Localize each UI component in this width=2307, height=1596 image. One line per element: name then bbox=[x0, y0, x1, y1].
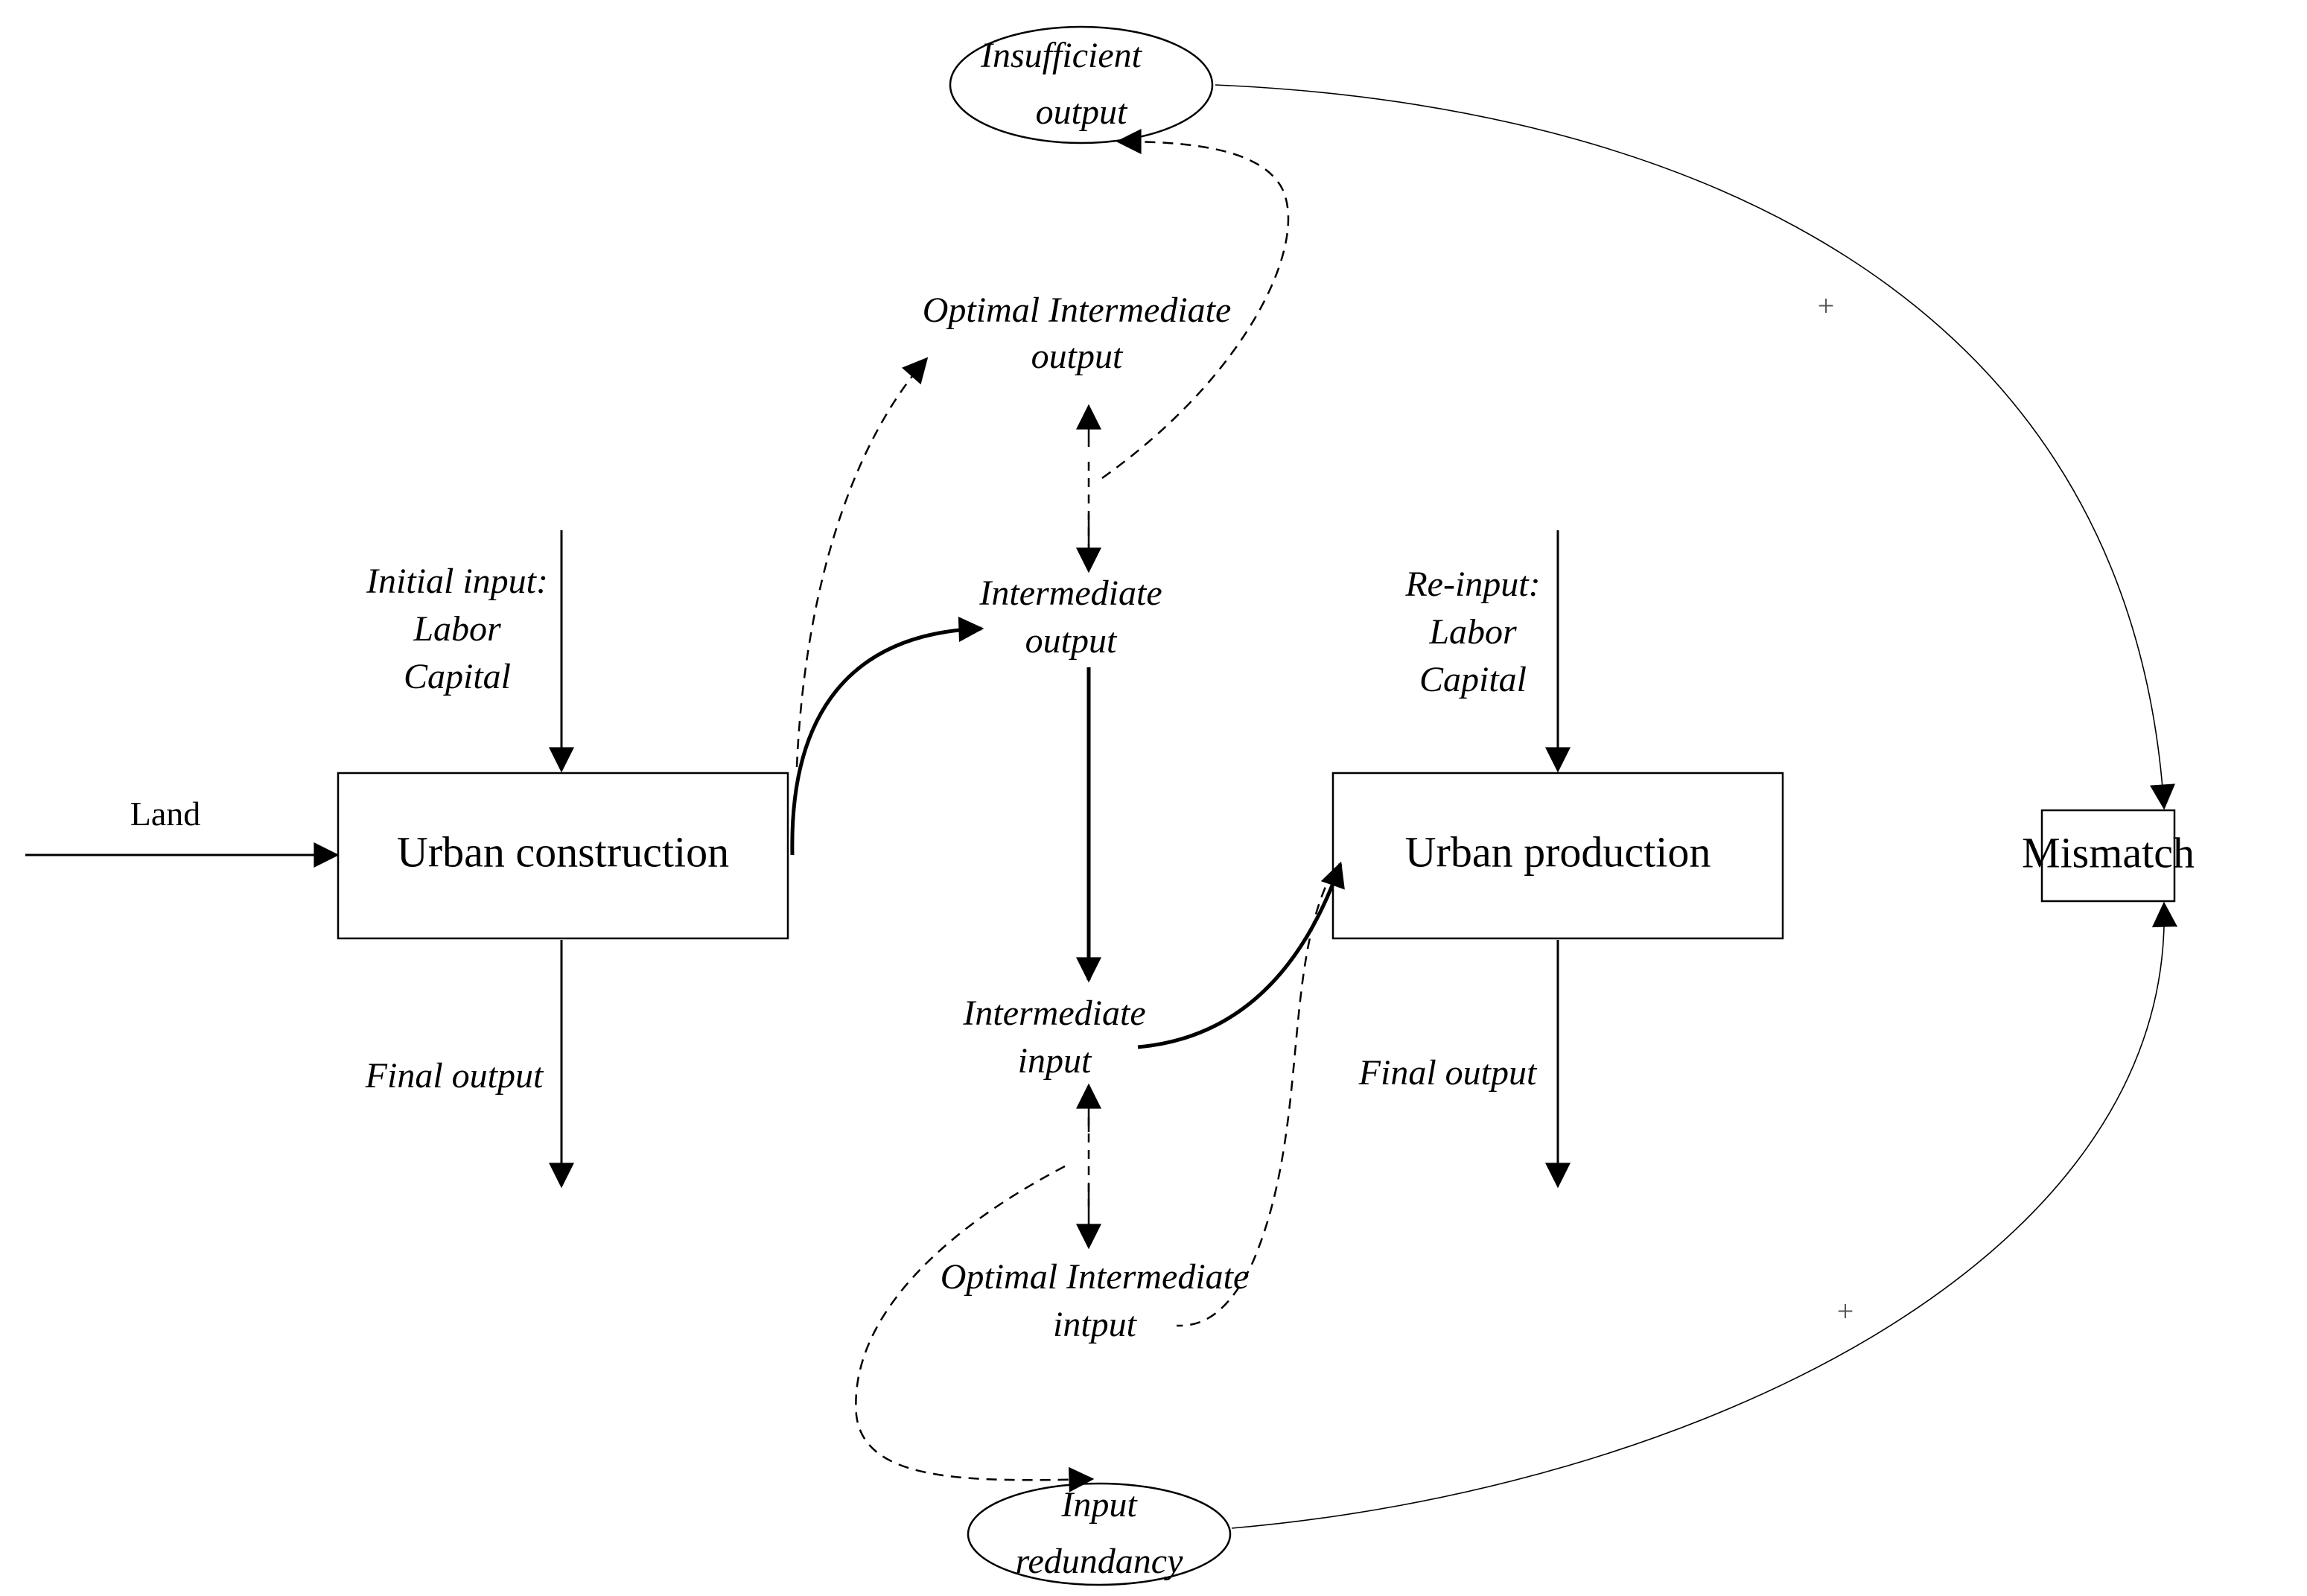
initial-input-line-1: Initial input: bbox=[366, 562, 548, 601]
re-input-line-3: Capital bbox=[1419, 660, 1527, 699]
initial-input-label: Initial input: Labor Capital bbox=[366, 562, 548, 696]
intermediate-output-label: Intermediate output bbox=[979, 573, 1162, 661]
re-input-line-1: Re-input: bbox=[1404, 565, 1540, 604]
intermediate-input-label: Intermediate input bbox=[962, 993, 1145, 1081]
input-redundancy-label-2: redundancy bbox=[1016, 1542, 1184, 1581]
insufficient-output-ellipse bbox=[949, 25, 1214, 144]
initial-input-line-3: Capital bbox=[404, 657, 511, 696]
urban-construction-label: Urban construction bbox=[397, 827, 729, 876]
mismatch-box bbox=[2040, 809, 2176, 903]
re-input-label: Re-input: Labor Capital bbox=[1404, 565, 1540, 699]
optimal-intermediate-input-label: Optimal Intermediate intput bbox=[941, 1257, 1250, 1344]
optimal-intermediate-input-line-2: intput bbox=[1053, 1305, 1138, 1344]
initial-input-line-2: Labor bbox=[413, 609, 501, 649]
intermediate-input-line-2: input bbox=[1018, 1041, 1092, 1081]
redundancy-to-mismatch-link bbox=[1231, 901, 2177, 1529]
mismatch-label: Mismatch bbox=[2022, 828, 2195, 877]
input-redundancy-ellipse bbox=[967, 1482, 1232, 1586]
input-redundancy-label-1: Input bbox=[1060, 1485, 1138, 1525]
lower-link-sign: + bbox=[1837, 1294, 1854, 1328]
upper-link-sign: + bbox=[1818, 289, 1835, 322]
intermediate-input-to-redundancy-dashed bbox=[855, 1165, 1095, 1492]
optimal-intermediate-output-line-1: Optimal Intermediate bbox=[923, 290, 1232, 330]
intermediate-output-to-insufficient-dashed bbox=[1101, 129, 1290, 480]
production-to-optimal-input-dashed bbox=[1176, 871, 1334, 1327]
re-input-line-2: Labor bbox=[1428, 612, 1517, 652]
optimal-intermediate-output-label: Optimal Intermediate output bbox=[923, 290, 1232, 376]
land-label: Land bbox=[130, 795, 201, 833]
intermediate-input-to-production-arrow bbox=[1137, 861, 1345, 1049]
insufficient-output-label-1: Insufficient bbox=[980, 36, 1143, 75]
optimal-intermediate-input-line-1: Optimal Intermediate bbox=[941, 1257, 1250, 1297]
final-output-left-label: Final output bbox=[365, 1056, 544, 1096]
input-redundancy-node: Input redundancy bbox=[967, 1482, 1232, 1586]
intermediate-input-line-1: Intermediate bbox=[962, 993, 1145, 1033]
insufficient-to-mismatch-link bbox=[1215, 84, 2175, 810]
mismatch-node: Mismatch bbox=[2022, 809, 2195, 903]
urban-construction-box bbox=[337, 772, 789, 940]
construction-to-intermediate-output-arrow bbox=[790, 617, 984, 856]
optimal-intermediate-output-line-2: output bbox=[1031, 337, 1124, 376]
insufficient-output-label-2: output bbox=[1036, 92, 1128, 132]
urban-production-node: Urban production bbox=[1331, 772, 1784, 940]
urban-construction-node: Urban construction bbox=[337, 772, 789, 940]
intermediate-output-line-2: output bbox=[1025, 621, 1118, 661]
intermediate-output-line-1: Intermediate bbox=[979, 573, 1162, 613]
urban-production-label: Urban production bbox=[1405, 827, 1711, 876]
urban-production-box bbox=[1331, 772, 1784, 940]
construction-to-optimal-output-dashed bbox=[795, 357, 929, 768]
final-output-right-label: Final output bbox=[1358, 1053, 1538, 1093]
insufficient-output-node: Insufficient output bbox=[949, 25, 1214, 144]
